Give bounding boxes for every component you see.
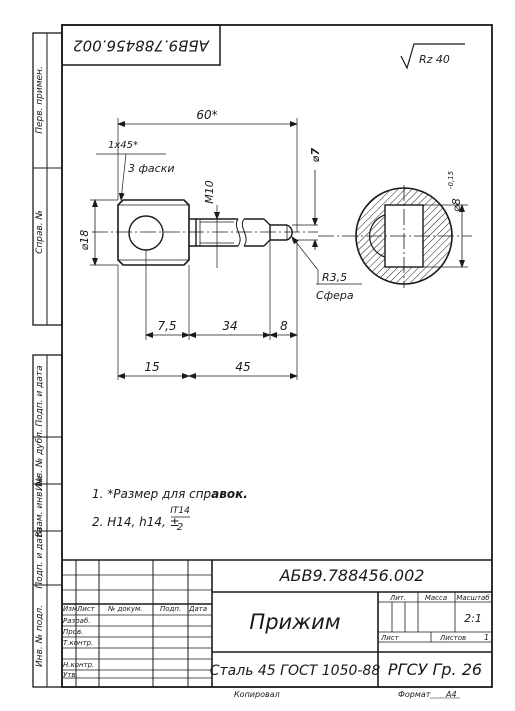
masshtab-label: Масштаб: [456, 594, 490, 602]
organization: РГСУ Гр. 26: [388, 660, 482, 679]
part-name: Прижим: [249, 610, 340, 634]
dim-overall: 60*: [117, 108, 298, 232]
dim-dia-head: ⌀18: [78, 199, 118, 266]
dim-15: 15: [144, 360, 159, 374]
dim-row-2: 15 45: [117, 265, 298, 380]
dim-dia-7: ⌀7: [292, 148, 322, 250]
dim-row-1: 7,5 34 8: [145, 240, 298, 380]
dia-7-label: ⌀7: [309, 148, 322, 163]
note-2-denominator: 2: [177, 522, 183, 533]
row-razrab: Разраб.: [63, 617, 91, 625]
dim-8: 8: [280, 319, 288, 333]
sheets-value: 1: [484, 633, 489, 642]
row-tkontr: Т.контр.: [63, 639, 93, 647]
strip-vzam-inv: Взам. инв. №: [35, 476, 45, 537]
row-prov: Пров.: [63, 628, 83, 636]
lit-label: Лит.: [389, 594, 406, 602]
strip-podp-data-2: Подп. и дата: [35, 527, 45, 588]
note-1: 1. *Размер для справок.: [92, 487, 248, 501]
hdr-data: Дата: [188, 605, 207, 613]
row-nkontr: Н.контр.: [63, 661, 94, 669]
note-2-numerator: IT14: [170, 506, 190, 516]
dim-45: 45: [235, 360, 250, 374]
rotated-code: АБВ9.788456.002: [73, 37, 210, 55]
sphere-label: Сфера: [316, 289, 354, 302]
material: Сталь 45 ГОСТ 1050-88: [210, 663, 381, 679]
massa-label: Масса: [425, 594, 447, 602]
chamfer-note: 3 фаски: [128, 162, 174, 175]
designation: АБВ9.788456.002: [279, 566, 425, 585]
sphere-leader: R3,5 Сфера: [291, 236, 362, 302]
part-head: [117, 199, 190, 266]
chamfer-label: 1x45*: [108, 140, 138, 151]
dim-dia-8: ⌀8 -0,15: [423, 170, 468, 268]
roughness-mark: Rz 40: [400, 43, 465, 70]
radius-label: R3,5: [322, 271, 347, 284]
chamfer-leader: 1x45* 3 фаски: [96, 140, 174, 201]
kopiroval-label: Копировал: [234, 690, 280, 699]
hdr-podp: Подп.: [160, 605, 181, 613]
dim-34: 34: [222, 319, 237, 333]
title-block: Изм. Лист № докум. Подп. Дата Разраб. Пр…: [62, 559, 492, 687]
scale-value: 2:1: [464, 612, 482, 625]
hdr-doc: № докум.: [107, 605, 143, 613]
hdr-list: Лист: [76, 605, 96, 613]
sheet-footer: Копировал Формат A4: [234, 690, 460, 699]
technical-notes: 1. *Размер для справок. 2. H14, h14, ± I…: [92, 487, 248, 533]
part-shaft: [189, 218, 293, 247]
strip-inv-podl: Инв. № подл.: [35, 605, 45, 667]
strip-inv-dubl: Инв. № дубл.: [35, 429, 45, 491]
dim-thread: M10: [203, 180, 220, 268]
format-value: A4: [445, 690, 457, 699]
left-strip: Перв. примен. Справ. № Подп. и дата Инв.…: [32, 32, 63, 688]
dim-7-5: 7,5: [157, 319, 176, 333]
thread-label: M10: [203, 180, 216, 204]
note-2: 2. H14, h14, ±: [92, 515, 180, 529]
dim-overall-label: 60*: [196, 108, 217, 122]
strip-sprav-no: Справ. №: [35, 210, 45, 254]
strip-perv-primen: Перв. примен.: [35, 66, 45, 134]
dia-8-label: ⌀8: [450, 198, 463, 212]
rotated-code-box: АБВ9.788456.002: [61, 24, 221, 66]
format-label: Формат: [398, 690, 431, 699]
listov-label: Листов: [439, 634, 466, 642]
list-label: Лист: [380, 634, 400, 642]
dia-head-label: ⌀18: [78, 230, 91, 251]
row-utv: Утв.: [63, 671, 78, 679]
hdr-izm: Изм.: [63, 605, 79, 613]
strip-podp-data-1: Подп. и дата: [35, 365, 45, 426]
section-view: [318, 185, 472, 288]
dia-8-tolerance: -0,15: [447, 170, 455, 189]
roughness-value: Rz 40: [419, 53, 450, 66]
